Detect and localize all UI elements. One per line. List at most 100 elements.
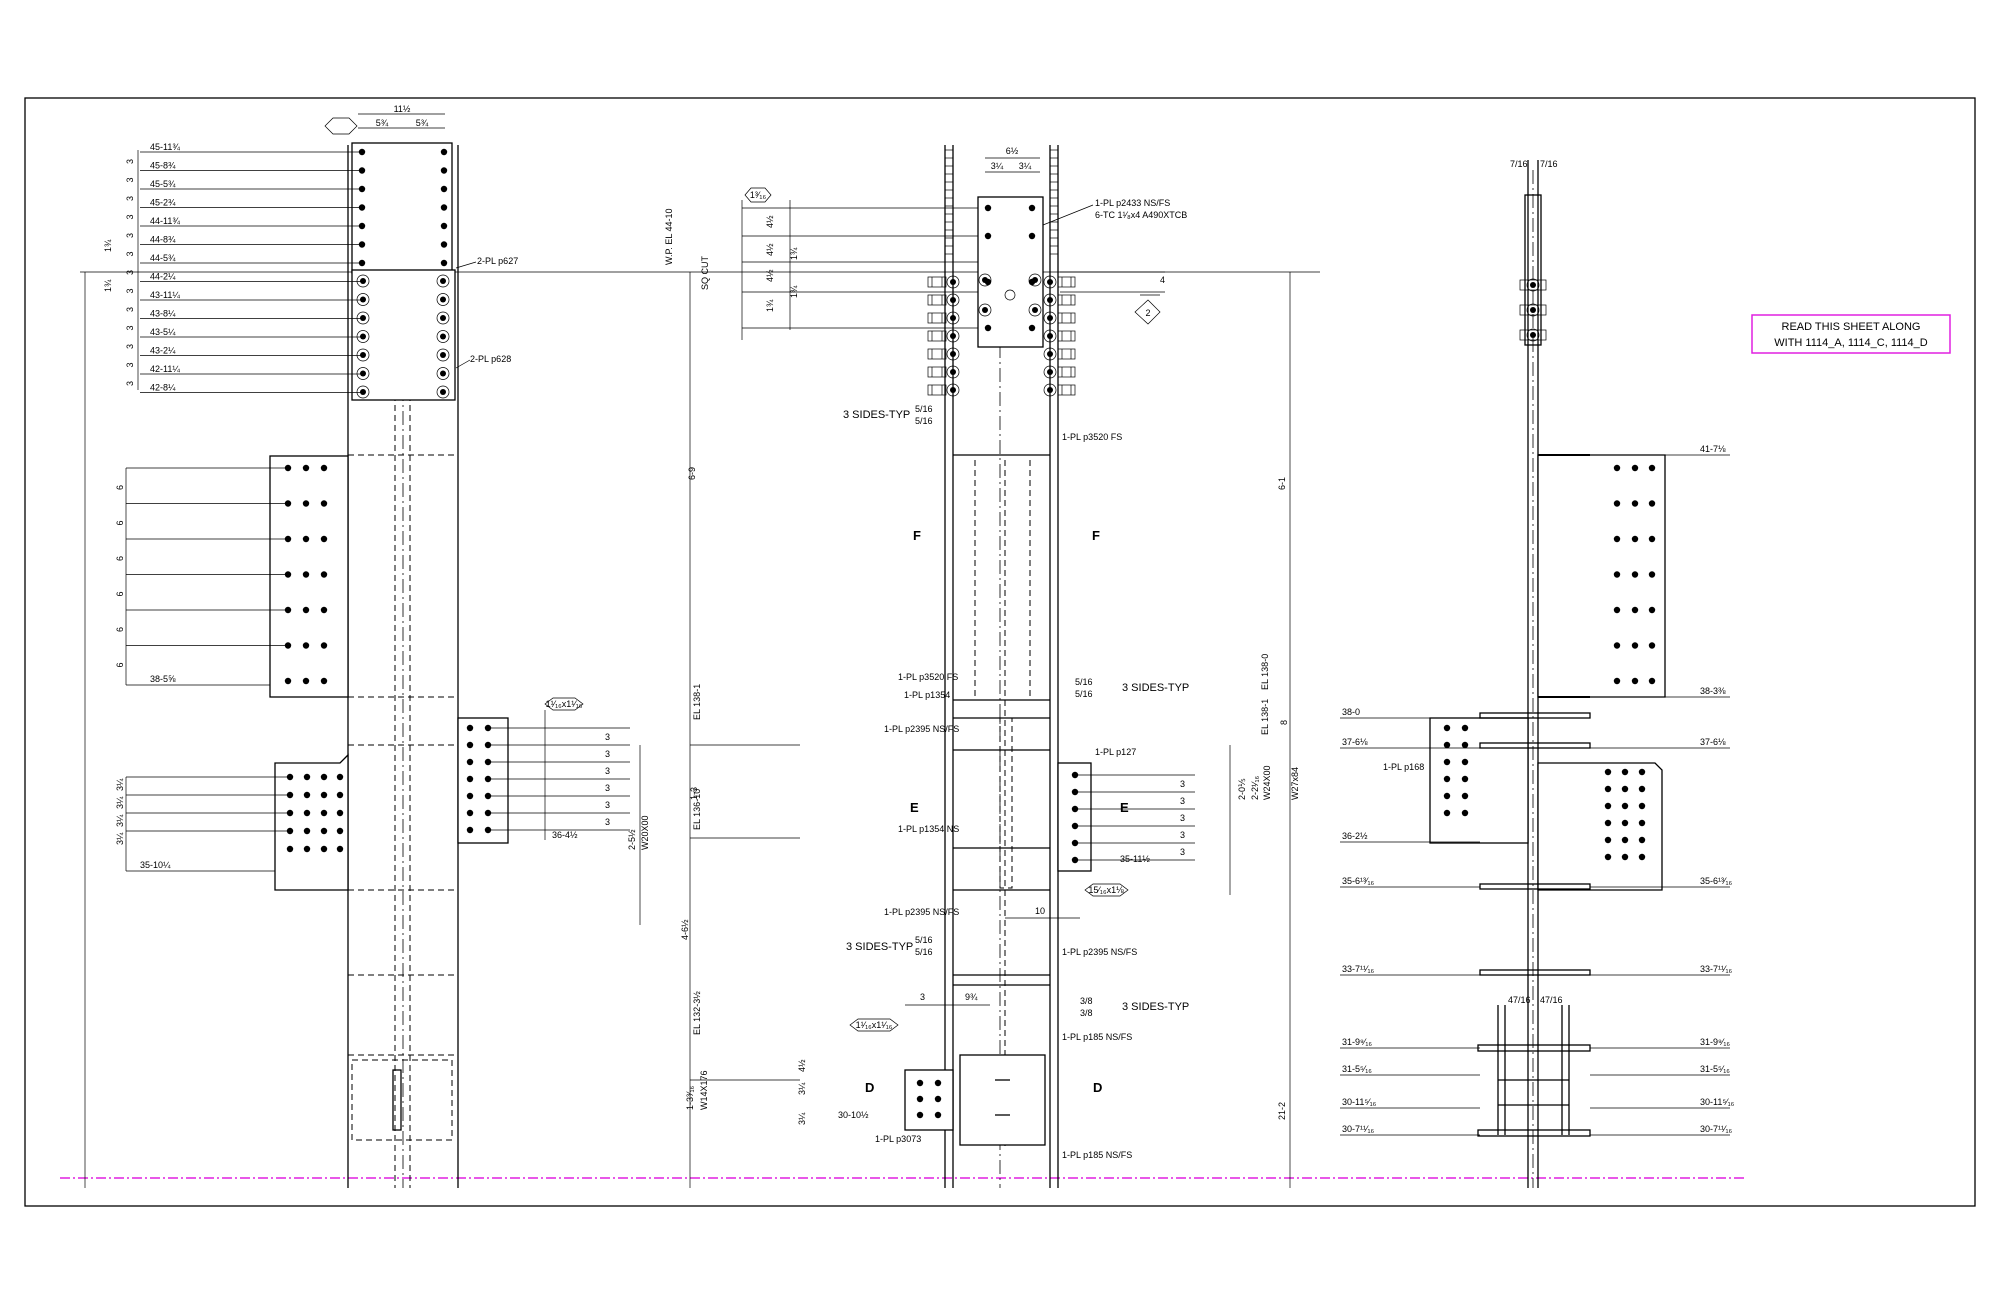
spacing-3: 3 — [605, 800, 610, 810]
bolt — [302, 535, 310, 543]
side-dim: 3¼ — [115, 796, 125, 809]
dim-top-half-right: 5¾ — [416, 118, 429, 128]
bolt — [950, 279, 956, 285]
gusset-right-lower — [1537, 762, 1663, 891]
elevation-label: 45-8¾ — [150, 161, 176, 171]
bolt — [336, 791, 344, 799]
bolt — [1443, 758, 1451, 766]
bolt-ring — [1028, 303, 1042, 317]
bolt-ring — [356, 330, 370, 343]
dim-134-b: 1¾ — [789, 285, 799, 298]
bolt — [440, 241, 448, 248]
callout-pl1354b: 1-PL p1354 NS — [898, 824, 959, 834]
bolt-ring — [356, 367, 370, 380]
vertical-label-right: W27x84 — [1290, 767, 1300, 800]
spacing-6: 6 — [115, 591, 125, 596]
bolt — [320, 642, 328, 649]
bolt — [303, 773, 311, 781]
bolt-ring — [1043, 275, 1057, 289]
spacing-label: 3 — [125, 177, 135, 182]
el-138-0: EL 138-0 — [1260, 654, 1270, 690]
bolt — [440, 315, 446, 321]
vertical-label: SQ CUT — [700, 255, 710, 290]
sheet-border — [24, 97, 1976, 1207]
bolt — [440, 296, 446, 303]
elevation-right: 35-6¹³⁄₁₆ — [1700, 876, 1733, 886]
d-small-1: 3¼ — [797, 1112, 807, 1125]
section-d-left: D — [865, 1080, 874, 1095]
elevation-label: 43-11¼ — [150, 290, 180, 300]
elev-36-4: 36-4½ — [552, 830, 578, 840]
bolt-ring — [946, 365, 960, 379]
bolt-ring — [1043, 347, 1057, 361]
elevation-right: 41-7⅛ — [1700, 444, 1726, 454]
weld-1b: 5/16 — [915, 416, 933, 426]
callout-pl1354a: 1-PL p1354 — [904, 690, 950, 700]
bolt — [360, 278, 366, 284]
dim-7-16-b: 7/16 — [1540, 159, 1558, 169]
bolt — [284, 677, 292, 685]
bolt — [916, 1111, 924, 1119]
right-elevation-view: 7/16 7/16 1-PL p168 47/16 47/16 38-037-6… — [1340, 159, 1735, 1188]
spacing-label: 3 — [125, 233, 135, 238]
bolt — [303, 827, 311, 835]
bolt — [1621, 785, 1629, 793]
callout-pl2433: 1-PL p2433 NS/FS — [1095, 198, 1170, 208]
bolt — [982, 307, 988, 313]
elev-35-11: 35-11½ — [1120, 854, 1150, 864]
bolt — [934, 1079, 942, 1087]
bolt — [1461, 741, 1469, 749]
bolt — [303, 791, 311, 799]
vertical-label: 6-9 — [687, 467, 697, 480]
gusset-plate-upper — [269, 455, 349, 698]
sides-typ-3: 3 SIDES-TYP — [846, 941, 913, 953]
callout-pl3520a: 1-PL p3520 FS — [1062, 432, 1122, 442]
bolt — [320, 500, 328, 507]
bolt — [1631, 500, 1639, 507]
tc-bolt — [1057, 384, 1076, 396]
elevation-left: 38-0 — [1342, 707, 1360, 717]
bolt-ring — [436, 293, 450, 306]
elevation-label: 43-8¼ — [150, 309, 176, 319]
bolt-ring — [1526, 303, 1540, 317]
spacing-3: 3 — [1180, 779, 1185, 789]
elevation-left: 36-2½ — [1342, 831, 1368, 841]
lower-splice-plate — [351, 269, 456, 401]
section-f-right: F — [1092, 528, 1100, 543]
note-line-1: READ THIS SHEET ALONG — [1782, 321, 1921, 333]
bolt-ring — [1043, 365, 1057, 379]
tc-bolt — [927, 294, 947, 306]
bolt — [1047, 369, 1053, 375]
bolt — [466, 826, 474, 834]
weld-3b: 5/16 — [915, 947, 933, 957]
bolt — [984, 324, 992, 332]
elev-38-5: 38-5⅝ — [150, 674, 176, 684]
bolt — [1530, 307, 1536, 313]
bolt — [1621, 768, 1629, 776]
elevation-label: 45-2¾ — [150, 198, 176, 208]
elevation-label: 43-5¼ — [150, 327, 176, 337]
bolt — [1613, 535, 1621, 543]
dim-10: 10 — [1035, 906, 1045, 916]
d-small-3: 4½ — [797, 1059, 807, 1072]
bolt — [1648, 500, 1656, 507]
bolt — [360, 389, 366, 395]
bolt — [440, 204, 448, 211]
tc-bolt — [927, 330, 947, 342]
label-pl627: 2-PL p627 — [477, 256, 518, 266]
callout-pl3073: 1-PL p3073 — [875, 1134, 921, 1144]
bolt — [466, 792, 474, 800]
bolt — [1604, 785, 1612, 793]
bolt — [1604, 819, 1612, 827]
side-dim-list: 3¼3¼3¼3¼ — [115, 776, 290, 871]
bolt — [320, 464, 328, 472]
dim-top-total: 11½ — [394, 104, 411, 114]
bolt — [1621, 819, 1629, 827]
bolt-ring — [436, 385, 450, 399]
bolt — [950, 351, 956, 357]
bolt — [1028, 204, 1036, 212]
bolt — [984, 232, 992, 240]
left-dim: 4½ — [765, 215, 775, 228]
